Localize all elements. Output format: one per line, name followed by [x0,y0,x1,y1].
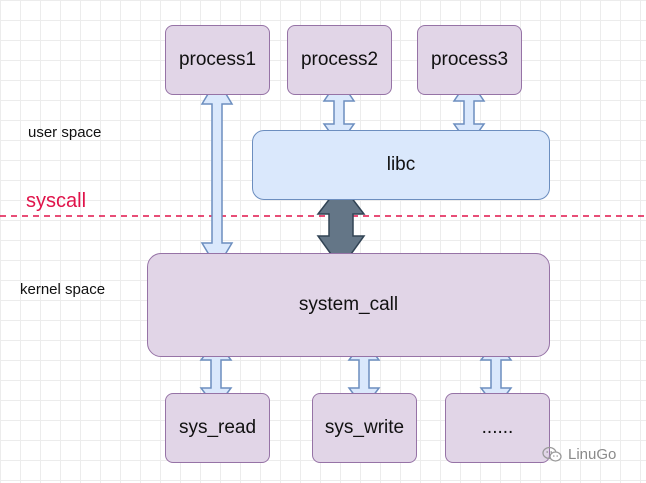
sys-read-box: sys_read [165,393,270,463]
wechat-icon [542,446,562,462]
libc-box: libc [252,130,550,200]
process1-box: process1 [165,25,270,95]
sys-write-box: sys_write [312,393,417,463]
more-syscalls-box: ...... [445,393,550,463]
process2-box: process2 [287,25,392,95]
syscall-label: syscall [26,190,87,212]
watermark: LinuGo [542,446,616,463]
user-space-label: user space [28,124,102,141]
process1-to-system-call-arrow [200,77,234,270]
kernel-space-label: kernel space [20,281,106,298]
system-call-box: system_call [147,253,550,357]
watermark-text: LinuGo [568,446,617,463]
process3-box: process3 [417,25,522,95]
